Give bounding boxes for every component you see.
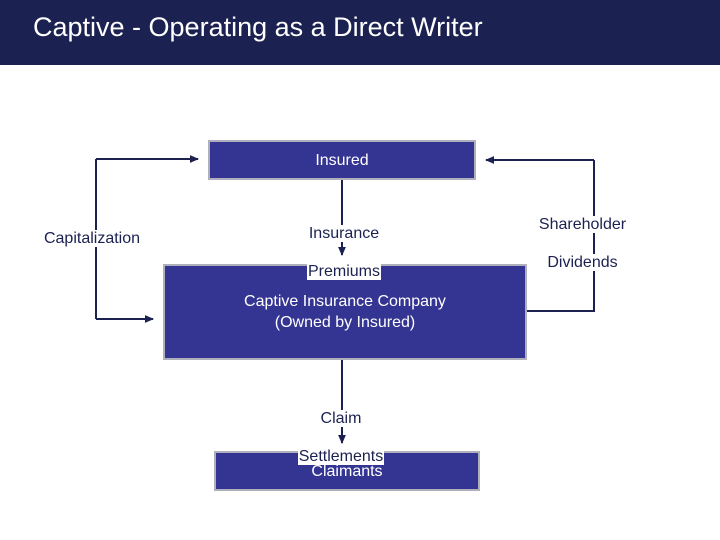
title-banner: Captive - Operating as a Direct Writer <box>0 0 720 65</box>
node-claimants-label: Claimants <box>311 462 383 480</box>
edge-label-insurance-premiums-line1: Insurance <box>307 225 381 242</box>
node-captive-label-line2: (Owned by Insured) <box>274 314 416 331</box>
edge-label-claim-settlements-line2: Settlements <box>297 448 385 465</box>
page-title: Captive - Operating as a Direct Writer <box>33 12 483 42</box>
edge-label-insurance-premiums: Insurance Premiums <box>264 205 424 281</box>
edge-label-insurance-premiums-line2: Premiums <box>306 263 381 280</box>
edge-label-claim-settlements: Claim Settlements <box>255 390 427 466</box>
node-insured-label: Insured <box>315 151 369 169</box>
edge-label-shareholder-dividends-line2: Dividends <box>546 254 619 271</box>
node-insured[interactable]: Insured <box>208 140 476 180</box>
edge-label-capitalization: Capitalization <box>6 210 178 248</box>
node-captive-label-group: Captive Insurance Company (Owned by Insu… <box>244 291 446 333</box>
edge-label-shareholder-dividends-line1: Shareholder <box>537 216 628 233</box>
edge-label-shareholder-dividends: Shareholder Dividends <box>500 196 665 272</box>
edge-label-capitalization-text: Capitalization <box>42 230 142 247</box>
flow-diagram: Insured Captive Insurance Company (Owned… <box>0 65 720 540</box>
edge-label-claim-settlements-line1: Claim <box>319 410 363 427</box>
node-captive-label-line1: Captive Insurance Company <box>244 293 446 310</box>
